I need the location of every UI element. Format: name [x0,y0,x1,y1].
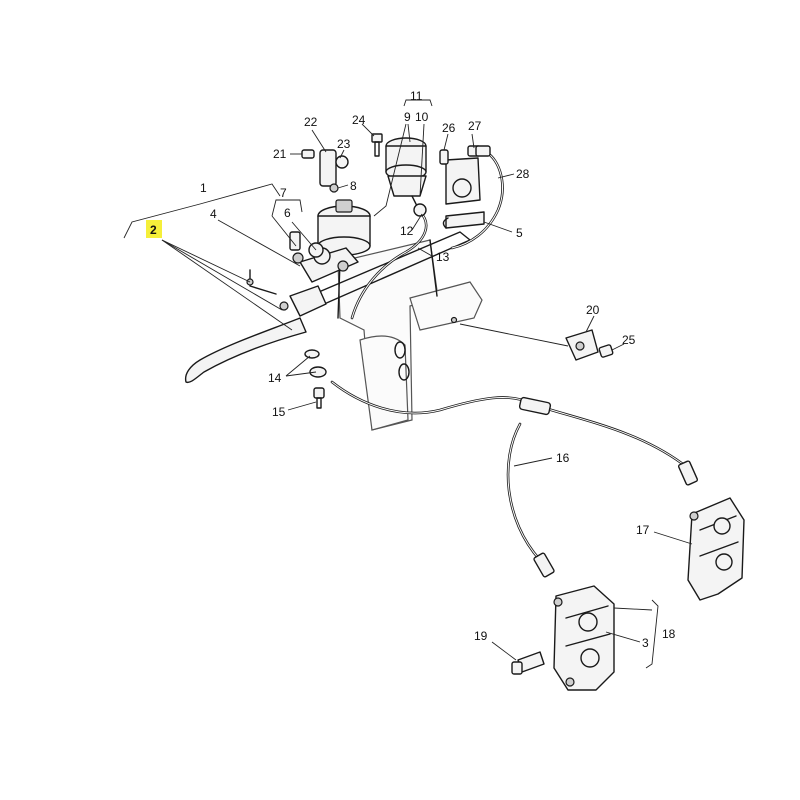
callout-14: 14 [268,371,282,385]
callout-26: 26 [442,121,456,135]
callout-19: 19 [474,629,488,643]
callout-3: 3 [642,636,649,650]
bolt-24 [371,133,383,157]
callout-17: 17 [636,523,650,537]
clamp-bracket [439,145,485,229]
callout-9: 9 [404,110,411,124]
lever-pivot-parts [289,231,324,264]
caliper-17 [687,497,745,601]
callout-25: 25 [622,333,636,347]
cable-28 [450,145,504,250]
caliper-18 [553,585,615,691]
callout-24: 24 [352,113,366,127]
fork-assembly [337,239,483,431]
callout-4: 4 [210,207,217,221]
brake-lever [184,269,327,384]
callout-23: 23 [337,137,351,151]
callout-7: 7 [280,186,287,200]
callout-21: 21 [273,147,287,161]
callout-20: 20 [586,303,600,317]
callout-16: 16 [556,451,570,465]
callout-18: 18 [662,627,676,641]
callout-2: 2 [150,223,157,237]
bolt-19 [511,651,545,675]
callout-10: 10 [415,110,429,124]
clip-20 [450,316,614,361]
callout-28: 28 [516,167,530,181]
callout-15: 15 [272,405,286,419]
callout-1: 1 [200,181,207,195]
callout-11: 11 [410,89,423,103]
leader-lines [123,99,693,669]
banjo-fittings [304,349,327,409]
master-cylinder [299,199,371,283]
callout-22: 22 [304,115,318,129]
callout-12: 12 [400,224,414,238]
callout-5: 5 [516,226,523,240]
callout-labels: 1 2 3 4 5 6 7 8 9 10 11 12 13 14 15 16 1… [150,89,676,650]
callout-8: 8 [350,179,357,193]
callout-13: 13 [436,250,450,264]
hose-12-13 [350,203,428,320]
brake-hose-main [330,380,699,578]
callout-27: 27 [468,119,482,133]
callout-6: 6 [284,206,291,220]
callout-2-highlight [146,220,162,238]
fluid-reservoir [385,137,427,213]
